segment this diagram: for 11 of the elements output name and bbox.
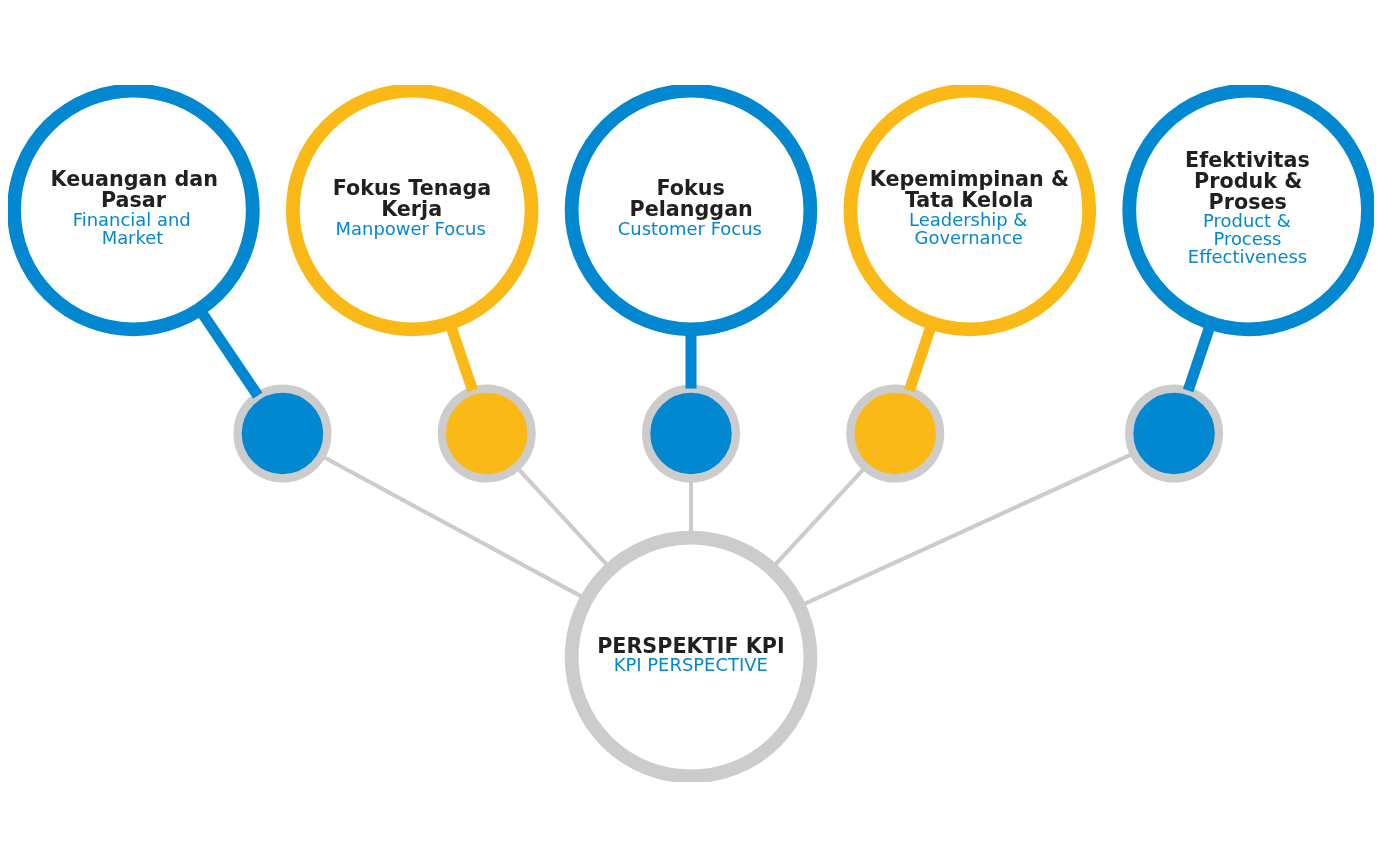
node-circle: PERSPEKTIF KPI KPI PERSPECTIVE [564,530,818,782]
node-circle: Fokus Tenaga Kerja Manpower Focus [285,85,539,337]
node-circle: Keuangan dan Pasar Financial and Market [8,85,260,337]
node-circle [1125,384,1224,483]
node-circle: Fokus Pelanggan Customer Focus [564,85,818,337]
node-circle [846,384,945,483]
node-circle [642,384,740,483]
node-circle: Efektivitas Produk & Proses Product & Process Effectiveness [1122,85,1374,337]
node-circle: Kepemimpinan & Tata Kelola Leadership & Governance [843,85,1097,337]
node-circle [437,384,536,483]
node-circle [233,384,332,483]
